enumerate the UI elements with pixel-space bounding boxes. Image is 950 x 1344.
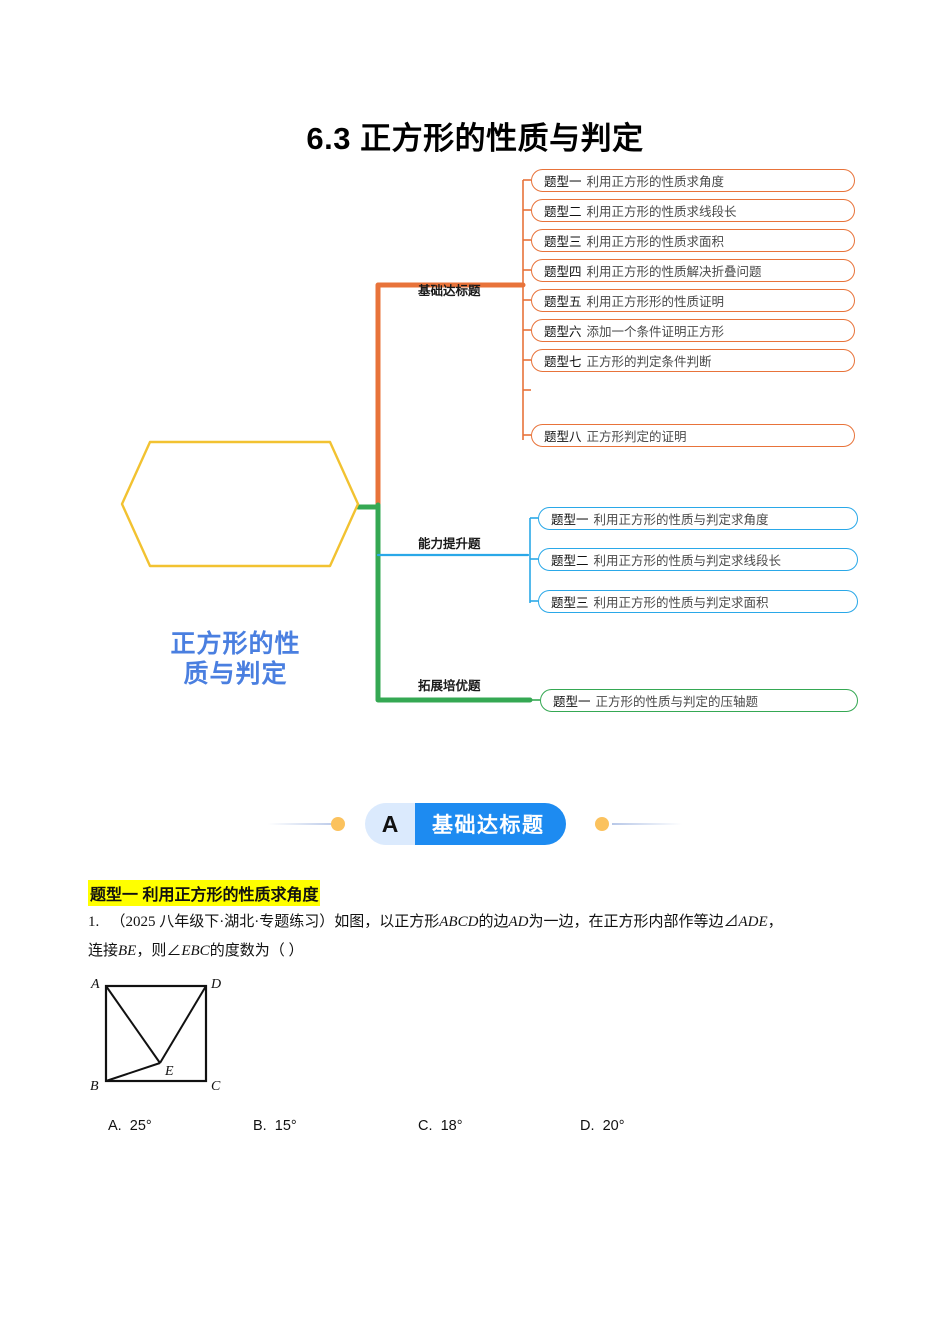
section-badge-text: 基础达标题 [415,803,566,845]
item-text: 添加一个条件证明正方形 [586,325,725,339]
item-index: 题型七 [544,355,582,369]
label-ad: AD [508,914,529,930]
category-label-basic: 基础达标题 [418,284,481,298]
center-hexagon [120,440,360,568]
item-text: 正方形判定的证明 [586,430,687,444]
section-badge: A 基础达标题 [365,803,566,845]
option-c-key: C. [418,1118,433,1134]
option-a[interactable]: A. 25° [108,1118,152,1134]
mindmap-item-basic-1[interactable]: 题型一 利用正方形的性质求角度 [531,169,855,192]
figure-label-b: B [90,1079,99,1094]
option-b[interactable]: B. 15° [253,1118,297,1134]
mindmap-item-basic-5[interactable]: 题型五 利用正方形形的性质证明 [531,289,855,312]
item-text: 利用正方形形的性质证明 [586,295,725,309]
mindmap-item-extend-1[interactable]: 题型一 正方形的性质与判定的压轴题 [540,689,858,712]
mindmap: 正方形的性 质与判定 基础达标题 能力提升题 拓展培优题 题型一 利用正方形的性… [0,155,950,735]
question-type-heading: 题型一 利用正方形的性质求角度 [88,880,321,906]
item-text: 利用正方形的性质求面积 [586,235,725,249]
option-b-value: 15° [274,1118,297,1134]
triangle-symbol: ⊿ [723,914,739,930]
label-ade: ADE [738,914,768,930]
mindmap-item-improve-3[interactable]: 题型三 利用正方形的性质与判定求面积 [538,590,858,613]
label-abcd: ABCD [439,914,479,930]
item-index: 题型三 [551,596,589,610]
item-index: 题型八 [544,430,582,444]
label-be: BE [118,943,137,959]
mindmap-item-basic-4[interactable]: 题型四 利用正方形的性质解决折叠问题 [531,259,855,282]
banner-decor-line-left [268,823,338,825]
item-index: 题型四 [544,265,582,279]
question-number: 1. [88,914,100,930]
mindmap-connectors [120,179,540,703]
item-text: 利用正方形的性质求线段长 [586,205,737,219]
item-index: 题型一 [544,175,582,189]
question-line2-c: 的度数为（ ） [209,943,304,959]
option-d-value: 20° [602,1118,625,1134]
mindmap-item-basic-3[interactable]: 题型三 利用正方形的性质求面积 [531,229,855,252]
section-banner [0,793,950,855]
mindmap-item-basic-6[interactable]: 题型六 添加一个条件证明正方形 [531,319,855,342]
mindmap-item-basic-2[interactable]: 题型二 利用正方形的性质求线段长 [531,199,855,222]
option-a-value: 25° [129,1118,152,1134]
question-text-line-2: 连接BE，则∠EBC的度数为（ ） [88,941,303,962]
question-source: （2025 八年级下·湖北·专题练习） [110,914,335,930]
option-c-value: 18° [440,1118,463,1134]
question-line1-rest: 如图，以正方形 [334,914,440,930]
section-badge-letter: A [365,803,415,845]
category-label-extend: 拓展培优题 [418,679,481,693]
figure-label-e: E [164,1064,174,1079]
item-text: 利用正方形的性质解决折叠问题 [586,265,762,279]
mindmap-center-node: 正方形的性 质与判定 [113,597,358,721]
figure-label-a: A [90,977,100,992]
question-line1-mid: 的边 [478,914,509,930]
banner-decor-dot-left [331,817,345,831]
label-ebc: EBC [181,943,210,959]
page-title: 6.3 正方形的性质与判定 [306,121,644,156]
option-b-key: B. [253,1118,267,1134]
item-text: 正方形的性质与判定的压轴题 [595,695,759,709]
banner-decor-line-right [612,823,682,825]
item-index: 题型一 [551,513,589,527]
item-text: 正方形的判定条件判断 [586,355,712,369]
item-text: 利用正方形的性质与判定求线段长 [593,554,782,568]
item-index: 题型三 [544,235,582,249]
item-text: 利用正方形的性质与判定求面积 [593,596,769,610]
mindmap-item-basic-7[interactable]: 题型七 正方形的判定条件判断 [531,349,855,372]
figure-label-c: C [211,1079,221,1094]
figure-label-d: D [210,977,221,992]
question-line2-a: 连接 [88,943,119,959]
mindmap-item-improve-2[interactable]: 题型二 利用正方形的性质与判定求线段长 [538,548,858,571]
option-d-key: D. [580,1118,595,1134]
item-index: 题型一 [553,695,591,709]
mindmap-item-basic-8[interactable]: 题型八 正方形判定的证明 [531,424,855,447]
category-label-improve: 能力提升题 [418,537,481,551]
item-index: 题型六 [544,325,582,339]
option-d[interactable]: D. 20° [580,1118,625,1134]
question-line1-tail: 为一边，在正方形内部作等边 [528,914,724,930]
geometry-figure-svg: A D B C E [90,977,221,1094]
item-index: 题型五 [544,295,582,309]
banner-decor-dot-right [595,817,609,831]
geometry-figure: A D B C E [78,976,248,1094]
item-text: 利用正方形的性质与判定求角度 [593,513,769,527]
center-node-line1: 正方形的性 [170,629,301,658]
item-text: 利用正方形的性质求角度 [586,175,725,189]
item-index: 题型二 [551,554,589,568]
question-line2-b: ，则∠ [136,943,182,959]
question-line1-comma: ， [767,914,783,930]
mindmap-item-improve-1[interactable]: 题型一 利用正方形的性质与判定求角度 [538,507,858,530]
option-a-key: A. [108,1118,122,1134]
item-index: 题型二 [544,205,582,219]
question-text-line-1: 1. （2025 八年级下·湖北·专题练习）如图，以正方形ABCD的边AD为一边… [88,912,783,933]
center-node-line2: 质与判定 [183,660,288,688]
option-c[interactable]: C. 18° [418,1118,463,1134]
